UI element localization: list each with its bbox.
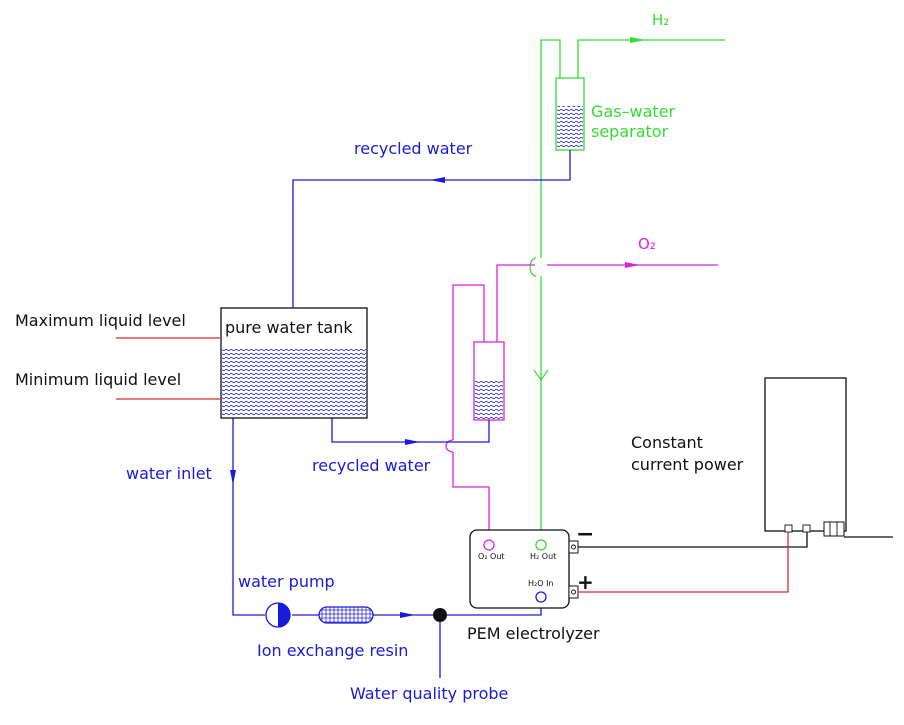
power-label-2: current power — [631, 455, 744, 474]
recycled-water-bottom-label: recycled water — [312, 456, 431, 475]
ion-exchange-resin — [318, 606, 374, 624]
pure-water-tank — [220, 307, 368, 419]
h2-arrow — [630, 37, 645, 43]
separator-label-2: separator — [591, 122, 669, 141]
o2-label: O₂ — [638, 235, 656, 253]
oxygen-separator — [473, 341, 505, 421]
recycled-water-top-label: recycled water — [354, 139, 473, 158]
water-quality-probe-label: Water quality probe — [350, 684, 508, 703]
o2-arrow — [625, 262, 640, 268]
ion-exchange-resin-label: Ion exchange resin — [257, 641, 408, 660]
pem-electrolyzer-label: PEM electrolyzer — [467, 624, 600, 643]
max-level-label: Maximum liquid level — [15, 311, 186, 330]
h2-out-label: H₂ Out — [530, 552, 556, 561]
pem-electrolyzer — [469, 529, 579, 609]
oxygen-lines — [445, 264, 718, 540]
minus-sign: − — [576, 522, 594, 547]
constant-current-power-supply — [764, 377, 847, 537]
min-level-label: Minimum liquid level — [15, 370, 181, 389]
h2-label: H₂ — [652, 11, 669, 29]
o2-out-label: O₂ Out — [478, 552, 505, 561]
plus-sign: + — [577, 570, 594, 594]
h2o-in-label: H₂O In — [528, 579, 554, 588]
water-quality-probe — [433, 608, 447, 622]
gas-water-separator — [555, 77, 585, 151]
pure-water-tank-label: pure water tank — [225, 318, 353, 337]
water-arrows — [230, 177, 445, 618]
hydrogen-lines — [529, 39, 725, 540]
power-wires — [578, 532, 893, 593]
separator-label-1: Gas–water — [591, 102, 676, 121]
water-pump — [265, 602, 291, 628]
water-inlet-label: water inlet — [126, 464, 212, 483]
water-pump-label: water pump — [238, 572, 335, 591]
power-label-1: Constant — [631, 433, 703, 452]
level-lines — [116, 337, 221, 400]
